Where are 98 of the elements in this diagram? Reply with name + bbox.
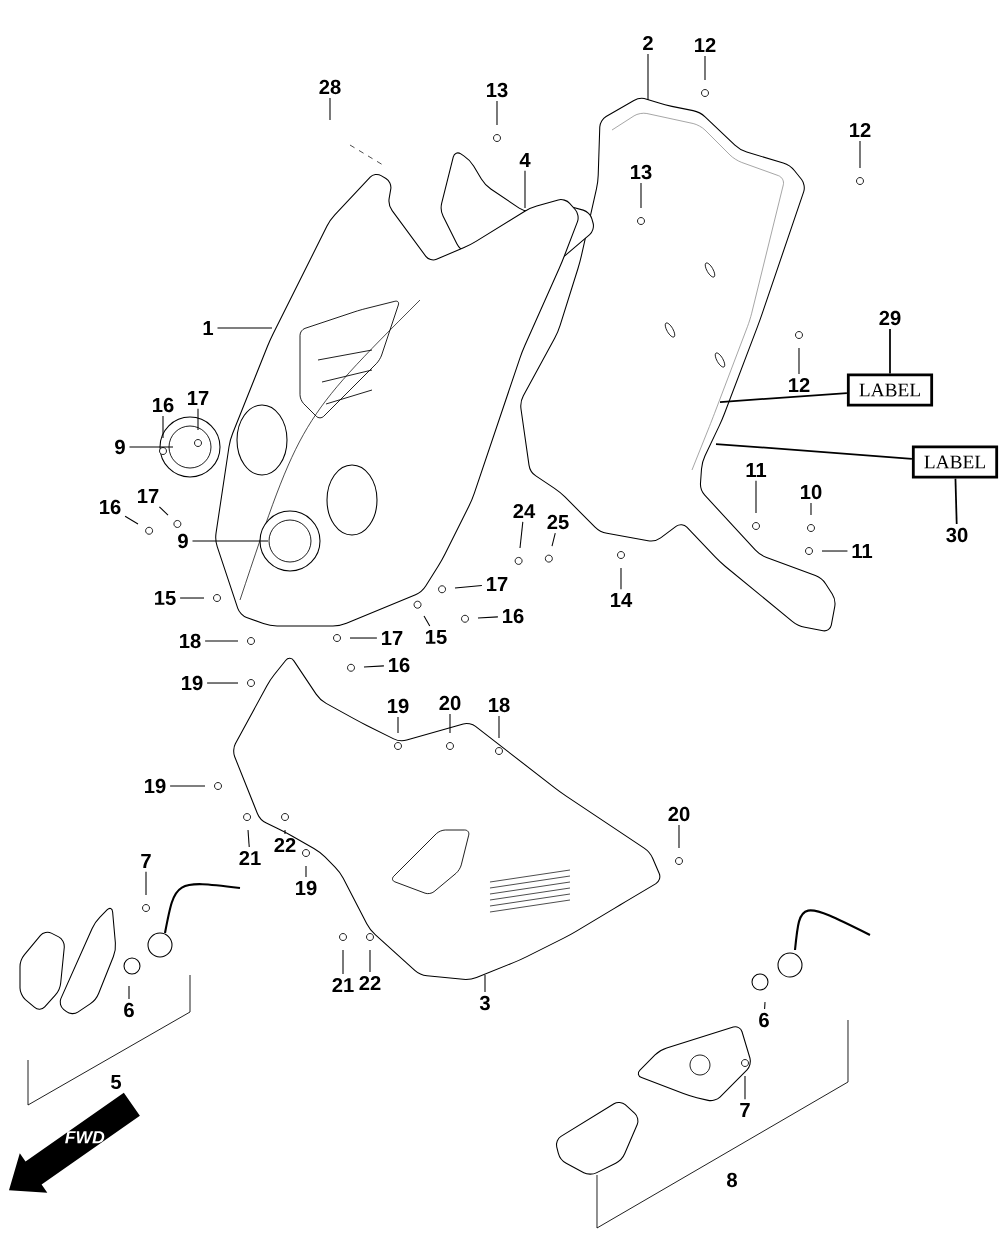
callout-number: 3 [479, 995, 490, 1011]
label-box: LABEL [911, 445, 999, 479]
leader-line [247, 829, 250, 848]
callout-number: 17 [188, 391, 209, 405]
callout-number: 22 [274, 837, 296, 853]
leader-line [145, 871, 147, 896]
callout-number: 19 [388, 698, 409, 714]
callout-number: 12 [850, 122, 871, 138]
leader-line [197, 408, 199, 431]
leader-line [704, 55, 706, 81]
leader-line [206, 682, 239, 684]
callout-number: 6 [124, 1002, 134, 1018]
leader-line [342, 949, 344, 975]
callout-number: 28 [319, 79, 341, 95]
leader-line [755, 480, 757, 514]
callout-number: 20 [439, 695, 461, 711]
callout-number: 22 [359, 975, 381, 991]
leader-line [397, 716, 399, 734]
callout-number: 7 [740, 1103, 750, 1117]
callout-number: 7 [141, 854, 151, 868]
leader-line [519, 521, 524, 549]
callout-number: 6 [759, 1012, 769, 1028]
callout-number: 17 [382, 631, 403, 645]
callout-number: 4 [519, 153, 531, 167]
leader-line [363, 665, 385, 668]
callout-number: 8 [727, 1172, 737, 1188]
callout-number: 9 [178, 533, 188, 549]
leader-line [158, 506, 169, 516]
callout-number: 17 [138, 489, 159, 503]
leader-line [889, 328, 891, 375]
leader-line [349, 637, 378, 639]
leader-line [329, 97, 331, 121]
leader-line [551, 532, 556, 547]
leader-line [647, 53, 649, 101]
leader-line [498, 715, 500, 739]
leader-line [191, 540, 269, 542]
leader-line [524, 170, 526, 209]
leader-line [204, 640, 239, 642]
callout-number: 11 [746, 463, 767, 477]
leader-line [821, 550, 848, 552]
callout-number: 17 [487, 577, 508, 591]
callout-number: 18 [489, 697, 510, 713]
leader-line [798, 347, 800, 375]
callout-number: 16 [100, 499, 121, 515]
leader-line [810, 502, 812, 516]
leader-line [162, 415, 164, 439]
leader-line [859, 140, 861, 169]
leader-line [449, 713, 451, 734]
callout-number: 1 [203, 321, 214, 335]
callout-number: 19 [145, 778, 166, 794]
leader-line [496, 100, 498, 126]
callout-number: 29 [879, 310, 901, 326]
leader-line [128, 446, 174, 448]
leader-line [216, 327, 273, 329]
leader-line [169, 785, 206, 787]
callout-number: 14 [611, 593, 633, 607]
callout-number: 30 [946, 527, 968, 543]
callout-number: 12 [789, 377, 810, 393]
leader-line [715, 443, 913, 460]
callout-number: 11 [852, 544, 873, 558]
leader-line [284, 829, 286, 835]
leader-line [764, 1001, 766, 1010]
leader-line [719, 392, 848, 403]
leader-line [678, 824, 680, 849]
leader-line [128, 985, 130, 1000]
callout-number: 20 [668, 806, 690, 822]
callout-number: 24 [513, 503, 536, 519]
callout-number: 21 [239, 850, 261, 866]
callout-number: 21 [332, 977, 354, 993]
leader-line [305, 865, 307, 878]
callout-number: 18 [180, 633, 201, 649]
callout-number: 5 [111, 1074, 122, 1090]
callout-number: 16 [503, 608, 524, 624]
callout-number: 12 [695, 37, 716, 53]
leader-line [423, 615, 431, 627]
label-box: LABEL [846, 373, 934, 407]
callout-number: 19 [182, 675, 203, 691]
leader-line [640, 182, 642, 209]
leader-line [477, 616, 499, 619]
leader-line [179, 597, 205, 599]
leader-line [954, 477, 958, 525]
callout-number: 19 [296, 880, 317, 896]
leader-line [454, 584, 483, 589]
callout-number: 16 [153, 397, 174, 413]
callout-number: 10 [801, 484, 822, 500]
callout-number: 15 [426, 630, 447, 645]
callout-number: 25 [547, 514, 569, 530]
callout-number: 9 [115, 439, 125, 455]
leader-line [124, 515, 139, 525]
callout-number: 13 [487, 82, 508, 98]
callout-number: 16 [389, 657, 410, 673]
leader-line [620, 567, 622, 590]
callout-number: 13 [631, 164, 652, 180]
leader-line [484, 974, 486, 993]
leader-line [744, 1075, 746, 1100]
callout-number: 2 [643, 35, 653, 51]
leader-line [369, 949, 371, 973]
callout-number: 15 [155, 590, 176, 606]
